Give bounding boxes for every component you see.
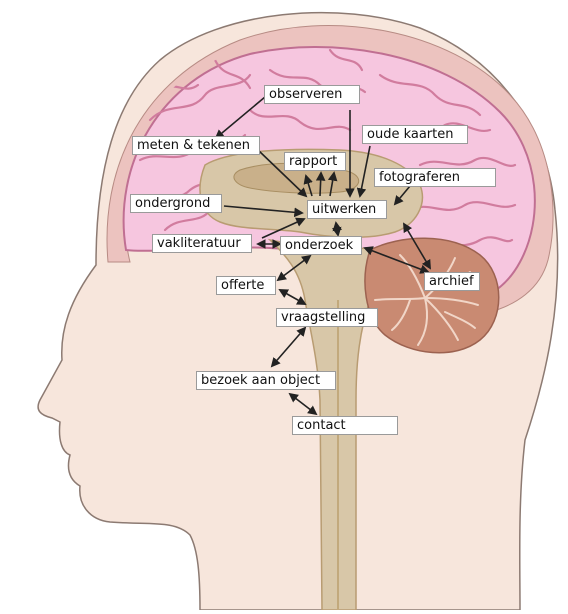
arrow-rapport-3	[327, 171, 338, 197]
arrow-onderzoek-offerte	[276, 254, 312, 282]
label-observeren: observeren	[264, 85, 360, 104]
arrow-rapport-1	[303, 174, 313, 197]
label-archief: archief	[424, 272, 480, 291]
label-oude-kaarten: oude kaarten	[362, 125, 468, 144]
arrow-meten	[257, 149, 308, 198]
arrow-fotograferen-archief	[403, 222, 431, 270]
arrow-vraagstelling-bezoek	[270, 326, 307, 368]
arrow-bezoek-contact	[288, 392, 318, 416]
arrow-rapport-2	[315, 171, 326, 197]
arrow-ondergrond	[223, 205, 304, 218]
label-offerte: offerte	[216, 276, 276, 295]
label-bezoek-aan-object: bezoek aan object	[196, 371, 336, 390]
arrow-uitwerken-onderzoek	[332, 221, 342, 237]
connection-arrows	[214, 96, 431, 416]
label-vakliteratuur: vakliteratuur	[152, 234, 252, 253]
label-uitwerken: uitwerken	[307, 200, 387, 219]
arrow-vakliteratuur-up	[261, 217, 306, 239]
arrow-observeren	[214, 96, 266, 140]
arrow-oude-kaarten	[356, 145, 371, 198]
label-ondergrond: ondergrond	[130, 194, 222, 213]
label-fotograferen: fotograferen	[374, 168, 496, 187]
label-rapport: rapport	[284, 152, 346, 171]
label-contact: contact	[292, 416, 398, 435]
arrow-offerte-vraagstelling	[278, 289, 307, 305]
label-onderzoek: onderzoek	[280, 236, 362, 255]
label-meten-tekenen: meten & tekenen	[132, 136, 260, 155]
label-vraagstelling: vraagstelling	[276, 308, 378, 327]
arrow-fotograferen	[393, 185, 411, 206]
